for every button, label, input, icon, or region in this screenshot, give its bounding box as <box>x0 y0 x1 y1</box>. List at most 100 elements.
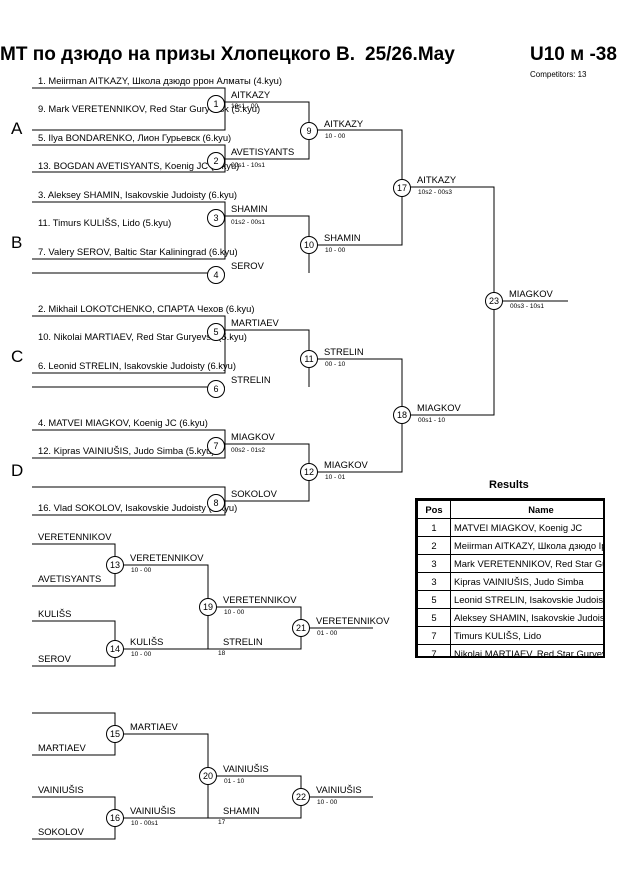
match-number-23: 23 <box>485 292 503 310</box>
match-number-10: 10 <box>300 236 318 254</box>
line-m3 <box>32 201 226 260</box>
match-number-22: 22 <box>292 788 310 806</box>
rep-b-entry-vainiusis: VAINIUŠIS <box>38 784 84 795</box>
m19-winner: VERETENNIKOV <box>223 594 297 605</box>
m10-winner: SHAMIN <box>324 232 361 243</box>
match-number-20: 20 <box>199 767 217 785</box>
entry-miagkov: 4. MATVEI MIAGKOV, Koenig JC (6.kyu) <box>38 417 208 428</box>
m18-score: 00s1 - 10 <box>418 417 446 424</box>
result-pos: 3 <box>417 572 451 591</box>
line-m1 <box>32 87 226 131</box>
m12-score: 10 - 01 <box>325 474 346 481</box>
m9-score: 10 - 00 <box>325 133 346 140</box>
m19-score: 10 - 00 <box>224 609 245 616</box>
m22-winner: VAINIUŠIS <box>316 784 362 795</box>
result-pos: 2 <box>417 536 451 555</box>
match-number-19: 19 <box>199 598 217 616</box>
m16-winner: VAINIUŠIS <box>130 805 176 816</box>
pool-c-label: C <box>11 347 24 366</box>
m16-score: 10 - 00s1 <box>131 820 159 827</box>
m2-score: 00s1 - 10s1 <box>231 162 265 169</box>
match-number-4: 4 <box>207 266 225 284</box>
match-number-17: 17 <box>393 179 411 197</box>
result-pos: 7 <box>417 644 451 656</box>
result-name: Kipras VAINIUŠIS, Judo Simba <box>450 572 603 591</box>
match-number-13: 13 <box>106 556 124 574</box>
match-number-16: 16 <box>106 809 124 827</box>
result-name: Aleksey SHAMIN, Isakovskie Judoisty <box>450 608 603 627</box>
match-number-11: 11 <box>300 350 318 368</box>
result-pos: 3 <box>417 554 451 573</box>
m11-winner: STRELIN <box>324 346 364 357</box>
m13-score: 10 - 00 <box>131 567 152 574</box>
entry-lokotchenko: 2. Mikhail LOKOTCHENKO, СПАРТА Чехов (6.… <box>38 303 255 314</box>
entry-aitkazy: 1. Meiirman AITKAZY, Школа дзюдо ррон Ал… <box>38 75 282 86</box>
tournament-date: 25/26.May <box>365 44 455 65</box>
m13-winner: VERETENNIKOV <box>130 552 204 563</box>
m7-score: 00s2 - 01s2 <box>231 447 265 454</box>
m21-winner: VERETENNIKOV <box>316 615 390 626</box>
rep-a-entry-serov: SEROV <box>38 653 71 664</box>
match-number-2: 2 <box>207 152 225 170</box>
m1-score: 10s1 - 00 <box>231 103 259 110</box>
match-number-1: 1 <box>207 95 225 113</box>
rep-b-entry-sokolov: SOKOLOV <box>38 826 84 837</box>
rep-b-shamin: SHAMIN <box>223 805 260 816</box>
line-m17 <box>309 129 403 246</box>
rep-a-entry-avetisyants: AVETISYANTS <box>38 573 102 584</box>
m10-score: 10 - 00 <box>325 247 346 254</box>
rep-b-entry-martiaev: MARTIAEV <box>38 742 86 753</box>
m4-winner: SEROV <box>231 260 264 271</box>
entry-serov: 7. Valery SEROV, Baltic Star Kaliningrad… <box>38 246 238 257</box>
match-number-3: 3 <box>207 209 225 227</box>
rep-a-strelin-ref: 18 <box>218 650 226 657</box>
match-number-18: 18 <box>393 406 411 424</box>
m21-score: 01 - 00 <box>317 630 338 637</box>
line-m5 <box>32 315 226 374</box>
m23-winner: MIAGKOV <box>509 288 553 299</box>
line-m11 <box>225 329 310 387</box>
result-name: Mark VERETENNIKOV, Red Star Guryevsk <box>450 554 603 573</box>
m8-winner: SOKOLOV <box>231 488 277 499</box>
match-number-6: 6 <box>207 380 225 398</box>
m1-winner: AITKAZY <box>231 89 271 100</box>
entry-veretennikov: 9. Mark VERETENNIKOV, Red Star Guryevsk … <box>38 103 261 114</box>
line-m23 <box>402 186 495 416</box>
pool-b-label: B <box>11 233 23 252</box>
competitors-count: Competitors: 13 <box>530 70 587 79</box>
m20-winner: VAINIUŠIS <box>223 763 269 774</box>
entry-sokolov: 16. Vlad SOKOLOV, Isakovskie Judoisty (6… <box>38 502 238 513</box>
results-header-name: Name <box>450 500 603 519</box>
m14-score: 10 - 00 <box>131 651 152 658</box>
entry-bondarenko: 5. Ilya BONDARENKO, Лион Гурьевск (6.kyu… <box>38 132 232 143</box>
m11-score: 00 - 10 <box>325 361 346 368</box>
title-text: МТ по дзюдо на призы Хлопецкого В. <box>0 44 355 65</box>
match-number-5: 5 <box>207 323 225 341</box>
match-number-12: 12 <box>300 463 318 481</box>
result-pos: 5 <box>417 590 451 609</box>
rep-b-shamin-ref: 17 <box>218 819 226 826</box>
match-number-9: 9 <box>300 122 318 140</box>
result-name: MATVEI MIAGKOV, Koenig JC <box>450 518 603 537</box>
result-name: Timurs KULIŠS, Lido <box>450 626 603 645</box>
results-header-pos: Pos <box>417 500 451 519</box>
m7-winner: MIAGKOV <box>231 431 275 442</box>
m2-winner: AVETISYANTS <box>231 146 295 157</box>
m14-winner: KULIŠS <box>130 636 164 647</box>
m18-winner: MIAGKOV <box>417 402 461 413</box>
rep-a-entry-veretennikov: VERETENNIKOV <box>38 531 112 542</box>
result-pos: 5 <box>417 608 451 627</box>
match-number-21: 21 <box>292 619 310 637</box>
entry-martiaev: 10. Nikolai MARTIAEV, Red Star Guryevsk … <box>38 331 247 342</box>
result-name: Leonid STRELIN, Isakovskie Judoisty <box>450 590 603 609</box>
m12-winner: MIAGKOV <box>324 459 368 470</box>
match-number-15: 15 <box>106 725 124 743</box>
m22-score: 10 - 00 <box>317 799 338 806</box>
